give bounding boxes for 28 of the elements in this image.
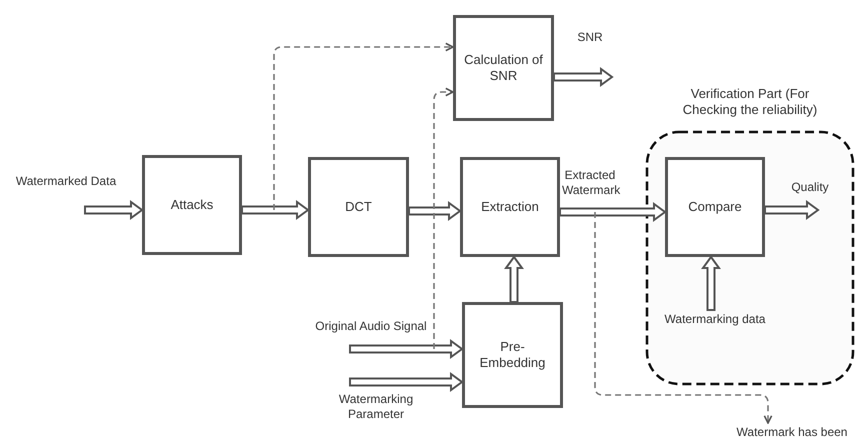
process-box: Calculation of SNR — [453, 15, 554, 121]
hollow-arrow — [553, 67, 614, 87]
process-box: Pre- Embedding — [462, 302, 563, 408]
hollow-arrow — [559, 202, 667, 222]
hollow-arrow — [84, 200, 144, 220]
hollow-arrow — [241, 200, 310, 220]
hollow-arrow — [764, 200, 820, 220]
process-box: Attacks — [142, 155, 242, 255]
dashed-arrow — [433, 88, 454, 349]
text-label: SNR — [576, 30, 604, 45]
text-label: Watermarked Data — [14, 174, 118, 189]
hollow-arrow — [504, 255, 524, 303]
text-label: Quality — [790, 180, 830, 195]
text-label: Watermarking data — [664, 312, 766, 327]
group-heading: Verification Part (For Checking the reliability) — [682, 86, 818, 118]
hollow-arrow — [701, 255, 721, 311]
process-box: Compare — [665, 157, 765, 257]
text-label: Original Audio Signal — [314, 319, 428, 334]
dashed-arrow — [273, 42, 454, 210]
hollow-arrow — [349, 372, 464, 392]
dashed-arrow — [594, 212, 772, 424]
process-box: Extraction — [460, 157, 560, 257]
text-label: Watermarking Parameter — [338, 392, 414, 422]
hollow-arrow — [349, 339, 464, 359]
hollow-arrow — [408, 201, 462, 221]
process-box: DCT — [308, 157, 409, 257]
edge-label: Extracted Watermark — [562, 168, 618, 198]
note-text: Watermark has been — [736, 425, 848, 439]
